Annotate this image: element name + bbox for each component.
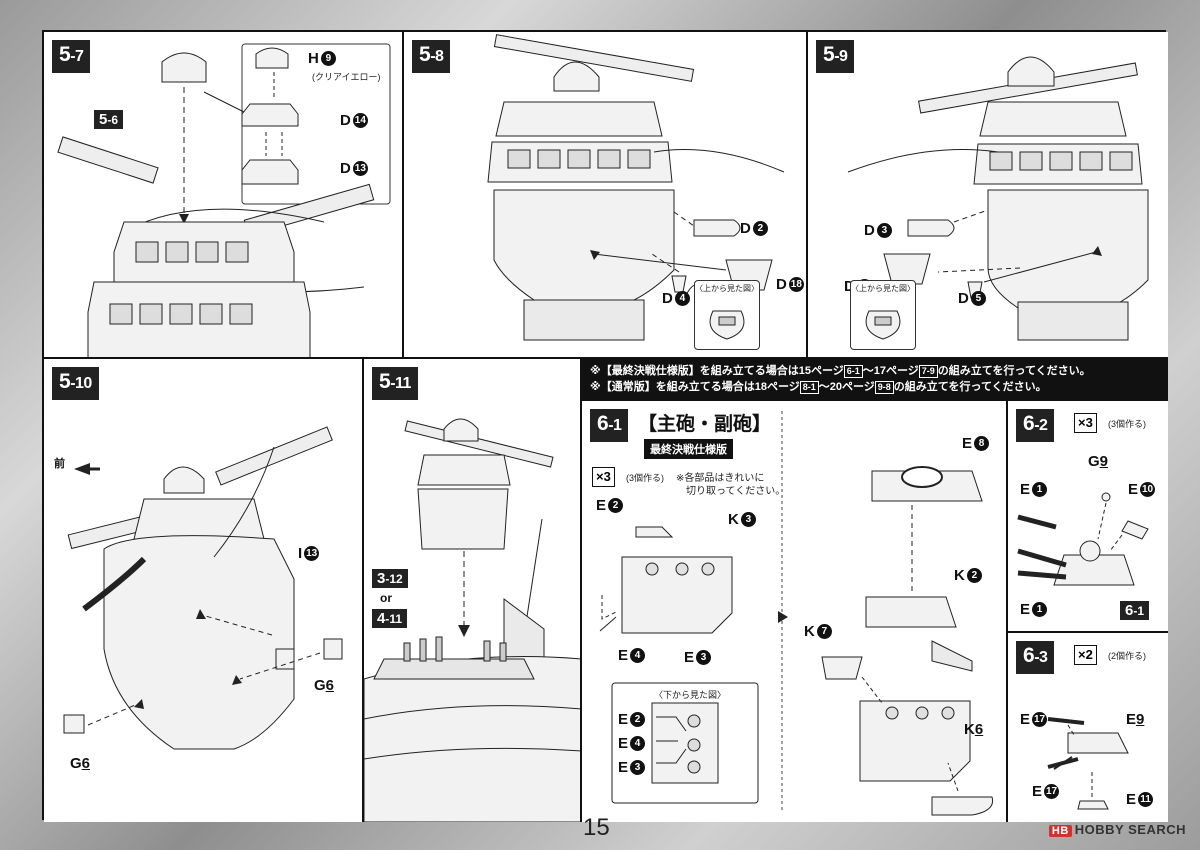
quantity-note-6-1: (3個作る)	[626, 473, 664, 483]
or-label: or	[380, 591, 392, 605]
quantity-mark-6-3: ×2	[1074, 645, 1097, 665]
step-number-6-3: 6-3	[1016, 641, 1055, 674]
cut-note-line-1: ※各部品はきれいに	[676, 473, 765, 484]
step-number-6-2: 6-2	[1016, 409, 1055, 442]
front-direction-label: 前	[54, 458, 65, 470]
part-label-k6: K6	[964, 721, 984, 738]
ref-step-5-6: 5-6	[94, 110, 124, 129]
step-5-10-illustration	[63, 426, 343, 750]
quantity-mark-6-2: ×3	[1074, 413, 1097, 433]
step-6-3-illustration	[1047, 717, 1129, 810]
step-number-5-9: 5-9	[816, 40, 855, 73]
step-number-5-7: 5-7	[52, 40, 91, 73]
ref-step-4-11: 4-11	[372, 609, 408, 628]
ref-step-3-12: 3-12	[372, 569, 408, 588]
ref-step-6-1: 6-1	[1120, 601, 1150, 620]
quantity-note-6-2: (3個作る)	[1108, 419, 1146, 429]
step-5-11-illustration	[364, 418, 580, 822]
step-number-5-11: 5-11	[372, 367, 418, 400]
step-6-1-illustration	[599, 411, 994, 816]
step-6-2-illustration	[1017, 492, 1149, 586]
panel-step-5-9: 5-9 D3 D17 D5 〈上から見た図〉	[808, 32, 1168, 359]
step-5-8-illustration	[487, 34, 785, 341]
top-view-box-5-8: 〈上から見た図〉	[694, 280, 760, 350]
step-number-6-1: 6-1	[590, 409, 629, 442]
step-5-7-illustration	[57, 43, 391, 357]
part-label-g6-left: G6	[70, 755, 91, 772]
step-number-5-8: 5-8	[412, 40, 451, 73]
top-view-box-5-9: 〈上から見た図〉	[850, 280, 916, 350]
part-label-e9: E9	[1126, 711, 1145, 728]
page-number: 15	[583, 814, 610, 841]
part-label-g9: G9	[1088, 453, 1109, 470]
top-view-caption-5-9: 〈上から見た図〉	[851, 284, 915, 293]
step-number-5-10: 5-10	[52, 367, 99, 400]
part-label-g6-right: G6	[314, 677, 335, 694]
bottom-view-caption: 〈下から見た図〉	[654, 690, 727, 700]
top-view-caption-5-8: 〈上から見た図〉	[695, 284, 759, 293]
quantity-note-6-3: (2個作る)	[1108, 651, 1146, 661]
panel-step-6-1: 6-1 【主砲・副砲】 最終決戦仕様版 ×3 (3個作る) ※各部品はきれいに …	[582, 401, 1008, 822]
edition-tag-final-battle: 最終決戦仕様版	[644, 439, 733, 459]
part-h9-color-note: (クリアイエロー)	[312, 72, 381, 82]
panel-step-5-11: 5-11 3-12 or 4-11	[364, 359, 582, 822]
cut-note-line-2: 切り取ってください。	[686, 486, 786, 497]
step-5-9-illustration	[847, 56, 1149, 341]
section-title-main-sub-guns: 【主砲・副砲】	[638, 414, 772, 435]
quantity-mark-6-1: ×3	[592, 467, 615, 487]
